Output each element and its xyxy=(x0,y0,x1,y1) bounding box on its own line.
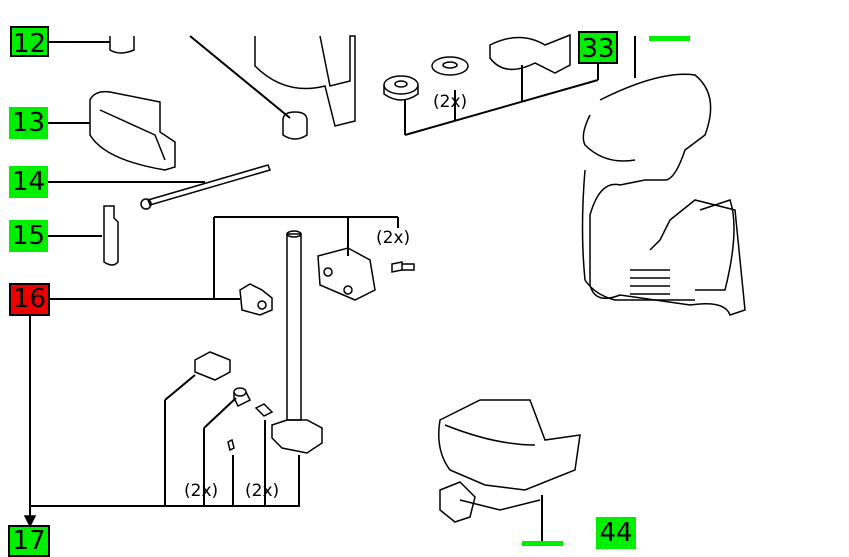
part-label-13[interactable]: 13 xyxy=(9,107,48,139)
part-label-33[interactable]: 33 xyxy=(578,31,618,64)
quantity-label: (2x) xyxy=(376,228,411,248)
quantity-label: (2x) xyxy=(184,481,219,501)
quantity-label: (2x) xyxy=(433,92,468,112)
part-label-15[interactable]: 15 xyxy=(9,220,48,252)
part-label-17[interactable]: 17 xyxy=(8,525,50,557)
quantity-label: (2x) xyxy=(245,481,280,501)
part-label-16-selected[interactable]: 16 xyxy=(9,283,50,316)
part-label-44[interactable]: 44 xyxy=(596,517,636,549)
arrow-head xyxy=(23,515,37,528)
part-label-partial-bottom[interactable] xyxy=(522,541,563,546)
leader-lines xyxy=(29,35,636,546)
part-label-14[interactable]: 14 xyxy=(9,166,48,198)
part-label-partial-top[interactable] xyxy=(649,36,690,41)
part-label-12[interactable]: 12 xyxy=(10,26,49,57)
